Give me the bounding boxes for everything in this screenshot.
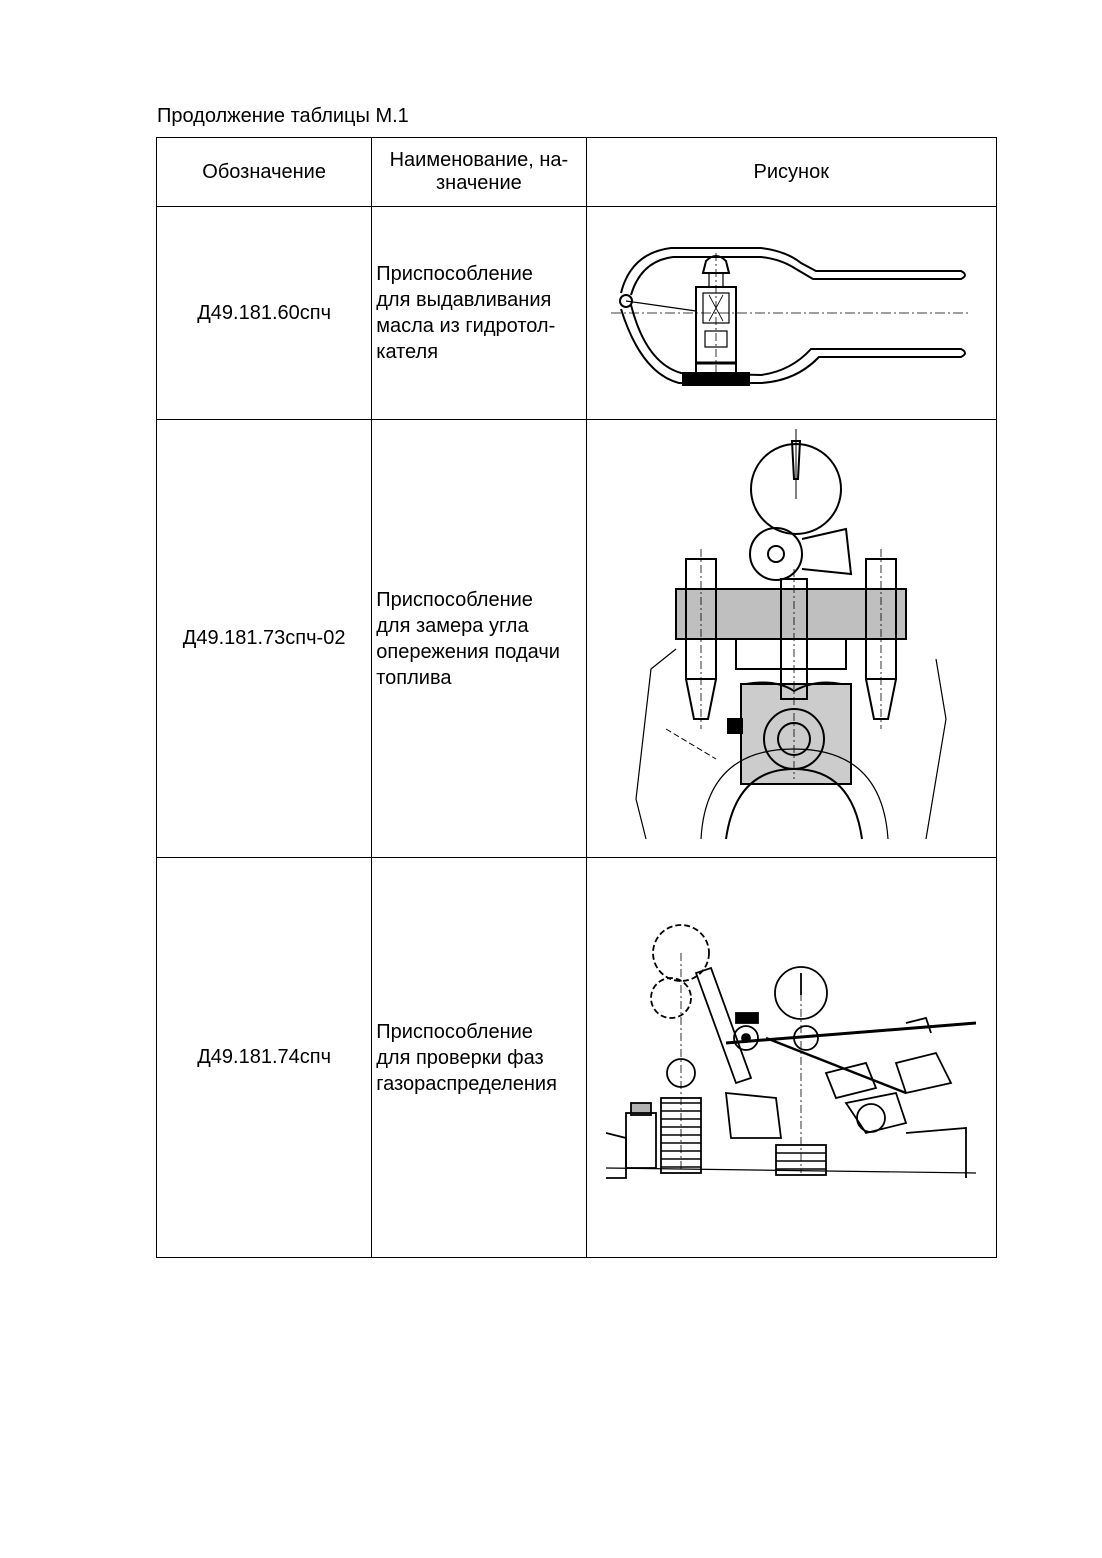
- figure-cell: [585, 419, 997, 858]
- header-figure: Рисунок: [585, 137, 997, 207]
- valve-timing-fixture-drawing-icon: [606, 923, 977, 1179]
- name-line: опережения подачи: [376, 640, 560, 663]
- name-line: Приспособление: [376, 588, 533, 611]
- figure-cell: [585, 857, 997, 1258]
- header-name: Наименование, на- значение: [371, 137, 587, 207]
- name-cell: Приспособление для проверки фаз газорасп…: [371, 857, 587, 1258]
- table-row: Д49.181.74спч Приспособление для проверк…: [155, 857, 997, 1258]
- table-row: Д49.181.60спч Приспособление для выдавли…: [155, 206, 997, 420]
- figure-cell: [585, 206, 997, 420]
- oil-extractor-drawing-icon: [611, 247, 972, 386]
- name-line: газораспределения: [376, 1072, 557, 1095]
- name-line: топлива: [376, 666, 452, 689]
- name-line: Приспособление: [376, 263, 533, 285]
- header-name-line: Наименование, на-: [389, 149, 569, 171]
- header-designation: Обозначение: [155, 137, 373, 207]
- designation-cell: Д49.181.73спч-02: [155, 419, 373, 858]
- header-name-line: значение: [435, 172, 522, 194]
- name-line: для выдавливания: [376, 289, 552, 311]
- name-line: кателя: [376, 341, 439, 363]
- name-line: для проверки фаз: [376, 1046, 544, 1069]
- name-line: масла из гидротол-: [376, 315, 556, 337]
- name-cell: Приспособление для замера угла опережени…: [371, 419, 587, 858]
- name-cell: Приспособление для выдавливания масла из…: [371, 206, 587, 420]
- tools-table: Обозначение Наименование, на- значение Р…: [155, 137, 997, 1258]
- table-caption: Продолжение таблицы М.1: [157, 105, 409, 127]
- table-header-row: Обозначение Наименование, на- значение Р…: [155, 137, 997, 207]
- designation-cell: Д49.181.60спч: [155, 206, 373, 420]
- name-line: для замера угла: [376, 614, 529, 637]
- designation-cell: Д49.181.74спч: [155, 857, 373, 1258]
- injection-timing-fixture-drawing-icon: [635, 428, 947, 839]
- table-row: Д49.181.73спч-02 Приспособление для заме…: [155, 419, 997, 858]
- name-line: Приспособление: [376, 1020, 533, 1043]
